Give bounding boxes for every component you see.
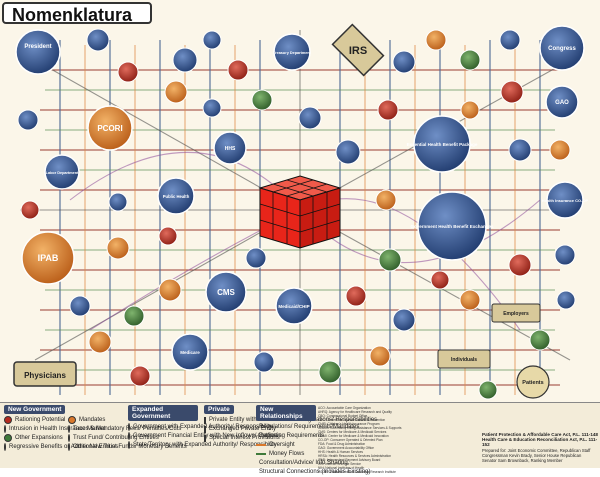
credit-line: Prepared for: Joint Economic Committee, … xyxy=(482,447,591,453)
legend-expanded-government: Expanded Government Government with Expa… xyxy=(128,405,281,450)
label-congress: Congress xyxy=(548,46,576,52)
legend-item: Money Flows xyxy=(269,451,305,457)
legend: New Government Rationing Potential Intru… xyxy=(0,402,600,475)
abbreviation: ACO: Accountable Care Organization xyxy=(318,406,371,410)
abbreviation: GAO: Government Accountability Office xyxy=(318,446,374,450)
label-gao: GAO xyxy=(555,100,569,106)
legend-item: Exchanged Private Entity xyxy=(209,426,277,432)
label-patients: Patients xyxy=(522,380,543,386)
node-ipab[interactable] xyxy=(21,231,75,285)
label-medicaid: Medicaid/CHIP xyxy=(278,304,309,309)
legend-header-private: Private xyxy=(204,405,234,414)
legend-item: Reporting Requirements xyxy=(259,433,325,439)
label-cms: CMS xyxy=(217,288,235,297)
label-employers: Employers xyxy=(503,311,529,317)
abbreviation: CMMI: Center for Medicare & Medicaid Inn… xyxy=(318,434,389,438)
abbreviation: HHS: Health & Human Services xyxy=(318,450,363,454)
legend-header-expanded-government: Expanded Government xyxy=(128,405,198,421)
credit-block: Patient Protection & Affordable Care Act… xyxy=(482,432,598,463)
minor-entities xyxy=(17,28,576,400)
legend-item: Intrusion in Health Insurance Market xyxy=(9,426,106,432)
node-public-health[interactable] xyxy=(157,177,195,215)
abbreviation: CDC: Centers for Disease Control & Preve… xyxy=(318,418,386,422)
node-medicaid[interactable] xyxy=(275,287,313,325)
node-employers[interactable] xyxy=(491,303,541,323)
label-exchanges: Government Health Benefit Exchanges xyxy=(410,224,494,229)
legend-private: Private Private Entity with New Mandated… xyxy=(204,405,377,443)
label-ipab: IPAB xyxy=(38,253,59,263)
nomenklatura-chart: President IRS Congress PCORI IPAB CMS Ph… xyxy=(13,23,589,400)
credit-line: Health Care & Education Reconciliation A… xyxy=(482,437,598,448)
legend-item: Special Interest Provisions xyxy=(209,435,280,441)
node-exchanges[interactable] xyxy=(417,191,487,261)
abbreviation: CMS: Centers for Medicare & Medicaid Ser… xyxy=(318,430,387,434)
legend-item: Regressive Benefits or Additional Entiti… xyxy=(9,444,119,450)
credit-line: Patient Protection & Affordable Care Act… xyxy=(482,432,598,437)
label-coop: Health Insurance CO-OP xyxy=(542,198,589,203)
legend-new-relationships: New Relationships Regulations/ Requireme… xyxy=(256,405,370,477)
node-treasury[interactable] xyxy=(273,33,311,71)
legend-item: Government Financial Entity with New Inf… xyxy=(133,433,282,439)
legend-item: Other Expansions xyxy=(15,435,63,441)
abbreviation: CHIP: Children's Health Insurance Progra… xyxy=(318,422,380,426)
node-medicare[interactable] xyxy=(171,333,209,371)
legend-header-new-government: New Government xyxy=(4,405,66,414)
credit-line: Congressman Kevin Brady, Senior House Re… xyxy=(482,452,582,458)
abbreviation: CLASS: Community Living Assistance Servi… xyxy=(318,426,402,430)
abbreviation: CBO: Congressional Budget Office xyxy=(318,414,368,418)
legend-item: State/Territory with Expanded Authority/… xyxy=(133,442,277,448)
label-physicians: Physicians xyxy=(24,371,66,380)
legend-item: Oversight xyxy=(269,442,295,448)
label-irs: IRS xyxy=(349,45,367,57)
node-irs[interactable] xyxy=(331,23,385,77)
abbreviation: AHRQ: Agency for Healthcare Research and… xyxy=(318,410,392,414)
legend-item: Government with Expanded Authority/ Resp… xyxy=(133,424,273,430)
abbreviation-list: ACO: Accountable Care Organization AHRQ:… xyxy=(318,406,478,474)
label-essential-health: Essential Health Benefit Package xyxy=(407,142,478,147)
node-gao[interactable] xyxy=(545,85,579,119)
legend-item: Consultation/Advice/ Info Sharing xyxy=(259,460,348,466)
government-nodes xyxy=(13,23,585,399)
node-coop[interactable] xyxy=(546,181,584,219)
node-physicians[interactable] xyxy=(13,361,77,387)
central-cube xyxy=(258,175,342,249)
label-hhs: HHS xyxy=(225,146,236,152)
legend-header-new-relationships: New Relationships xyxy=(256,405,316,421)
label-president: President xyxy=(24,44,51,50)
legend-item: Mandates xyxy=(79,417,106,423)
node-hhs[interactable] xyxy=(213,131,247,165)
label-medicare: Medicare xyxy=(180,350,200,355)
node-congress[interactable] xyxy=(539,25,585,71)
label-public-health: Public Health xyxy=(163,194,190,199)
legend-item: Trust Fund/ Contributing Entities xyxy=(73,435,159,441)
abbreviation: CO-OP: Consumer Operated & Oriented Plan xyxy=(318,438,383,442)
legend-item: Regulations/ Requirements/Mandates xyxy=(259,424,360,430)
abbreviation: FDA: Food & Drug Administration xyxy=(318,442,366,446)
node-labels: President IRS Congress PCORI IPAB CMS Ph… xyxy=(24,44,588,386)
label-pcori: PCORI xyxy=(97,124,122,133)
label-individuals: Individuals xyxy=(451,357,477,363)
label-treasury: Treasury Department xyxy=(273,51,312,55)
label-labor: Labor Department xyxy=(46,171,79,175)
legend-item: Rationing Potential xyxy=(15,417,66,423)
node-labor[interactable] xyxy=(44,154,80,190)
node-patients[interactable] xyxy=(516,365,550,399)
abbreviation: HRSA: Health Resources & Services Admini… xyxy=(318,454,391,458)
node-essential-health[interactable] xyxy=(413,115,471,173)
abbreviation: IRS: Internal Revenue Service xyxy=(318,462,361,466)
credit-line: Senator Sam Brownback, Ranking Member xyxy=(482,458,563,464)
node-pcori[interactable] xyxy=(87,105,133,151)
abbreviation: PCORI: Patient-Centered Outcomes Researc… xyxy=(318,470,396,474)
diagram-title: Nomenklatura xyxy=(2,2,152,25)
node-president[interactable] xyxy=(15,29,61,75)
legend-new-government: New Government Rationing Potential Intru… xyxy=(4,405,187,452)
node-cms[interactable] xyxy=(205,271,247,313)
abbreviation: IPAB: Independent Payment Advisory Board xyxy=(318,458,381,462)
node-individuals[interactable] xyxy=(437,349,491,369)
